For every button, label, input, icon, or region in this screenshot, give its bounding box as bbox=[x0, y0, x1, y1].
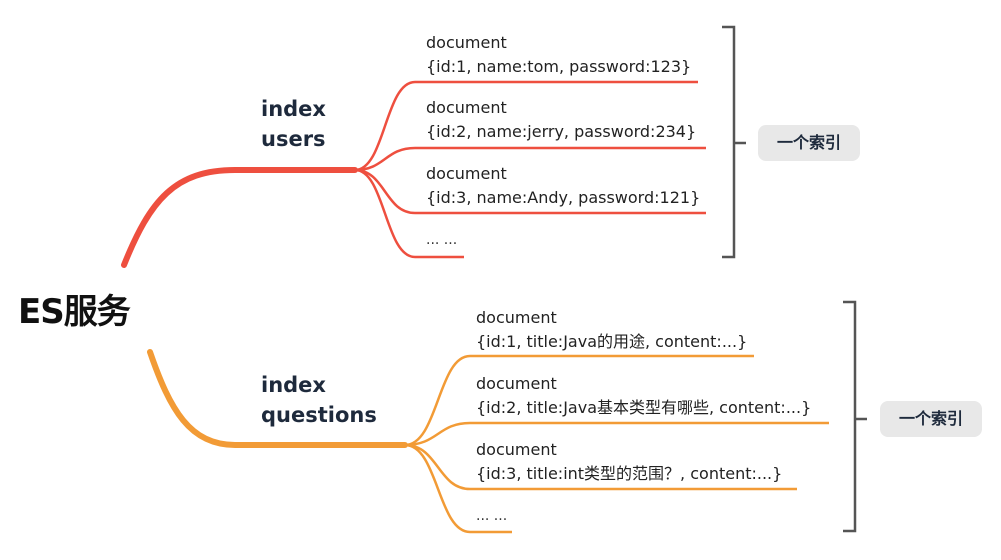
document-title: document bbox=[426, 98, 507, 117]
index-name: users bbox=[261, 127, 326, 151]
questions-more-link bbox=[404, 443, 512, 534]
document-node: document {id:2, name:jerry, password:234… bbox=[426, 96, 696, 144]
index-users-node: index users bbox=[261, 94, 326, 154]
users-doc3-link bbox=[354, 168, 706, 215]
document-node: document {id:1, name:tom, password:123} bbox=[426, 31, 691, 79]
index-name: questions bbox=[261, 403, 377, 427]
questions-doc1-link bbox=[404, 354, 754, 447]
index-tag: 一个索引 bbox=[758, 125, 860, 161]
root-to-questions-branch bbox=[147, 349, 408, 448]
document-content: {id:1, name:tom, password:123} bbox=[426, 57, 692, 76]
document-title: document bbox=[476, 374, 557, 393]
index-questions-node: index questions bbox=[261, 370, 377, 430]
document-title: document bbox=[426, 33, 507, 52]
questions-index-bracket bbox=[843, 300, 867, 533]
users-index-bracket bbox=[722, 25, 746, 259]
root-to-users-branch bbox=[121, 167, 358, 268]
document-content: {id:3, title:int类型的范围？, content:...} bbox=[476, 464, 783, 483]
questions-doc3-link bbox=[404, 443, 797, 491]
more-documents: ... ... bbox=[426, 232, 458, 248]
document-title: document bbox=[426, 164, 507, 183]
index-keyword: index bbox=[261, 97, 326, 121]
users-doc1-link bbox=[354, 80, 698, 172]
more-documents: ... ... bbox=[476, 508, 508, 524]
users-doc2-link bbox=[354, 146, 706, 172]
document-content: {id:2, title:Java基本类型有哪些, content:...} bbox=[476, 398, 812, 417]
document-title: document bbox=[476, 440, 557, 459]
root-node-label: ES服务 bbox=[18, 292, 131, 332]
document-node: document {id:3, name:Andy, password:121} bbox=[426, 162, 700, 210]
document-content: {id:1, title:Java的用途, content:...} bbox=[476, 332, 748, 351]
index-keyword: index bbox=[261, 373, 326, 397]
users-more-link bbox=[354, 168, 464, 259]
document-node: document {id:3, title:int类型的范围？, content… bbox=[476, 438, 782, 486]
document-node: document {id:1, title:Java的用途, content:.… bbox=[476, 306, 747, 354]
document-content: {id:3, name:Andy, password:121} bbox=[426, 188, 701, 207]
document-title: document bbox=[476, 308, 557, 327]
questions-doc2-link bbox=[404, 421, 829, 447]
document-content: {id:2, name:jerry, password:234} bbox=[426, 122, 697, 141]
index-tag: 一个索引 bbox=[880, 401, 982, 437]
document-node: document {id:2, title:Java基本类型有哪些, conte… bbox=[476, 372, 811, 420]
